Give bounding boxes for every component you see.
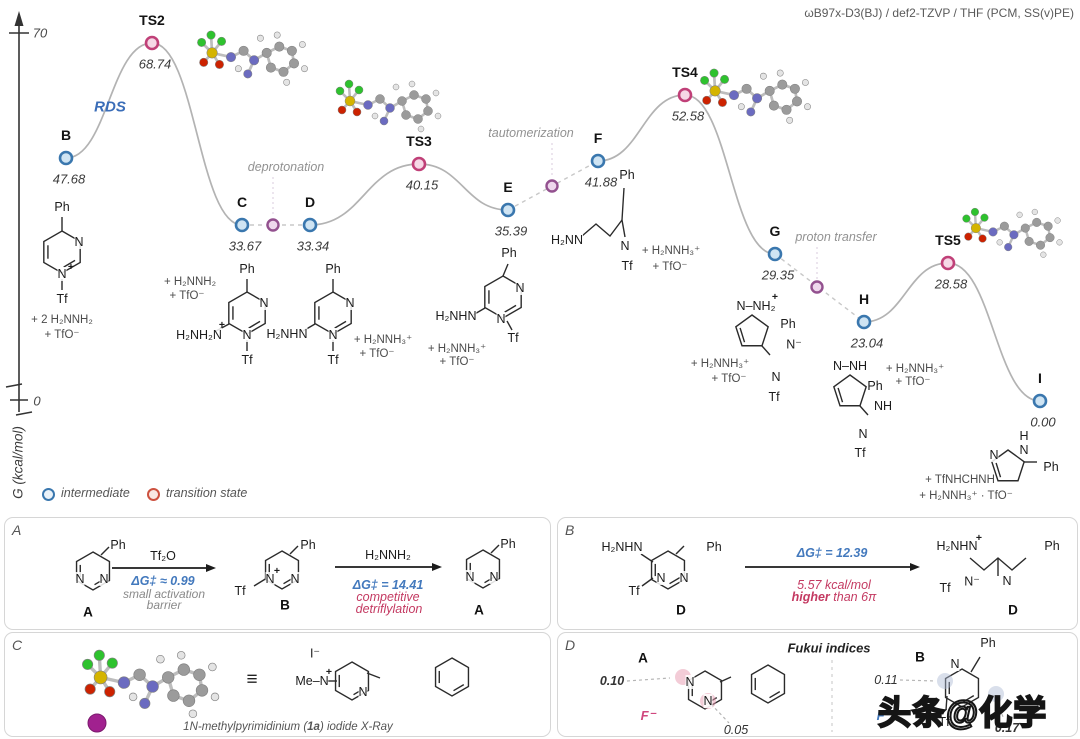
fukui-leader-0 — [626, 677, 671, 682]
panelC-mol-phenyl — [434, 657, 470, 697]
fukui-highlight-left-0 — [675, 669, 691, 685]
structure-G — [735, 314, 771, 356]
reaction-arrow-2 — [335, 563, 442, 571]
point-B — [58, 150, 74, 166]
panelA-mol-B — [253, 545, 300, 590]
mech-dot-deprotonation — [266, 218, 280, 232]
energy-curve-segment-4 — [863, 262, 1041, 402]
panel-a — [4, 517, 551, 630]
point-F — [590, 153, 606, 169]
point-G — [767, 246, 783, 262]
point-TS2 — [144, 35, 160, 51]
structure-E — [472, 263, 522, 331]
structure-C — [215, 279, 266, 351]
panelC-mol-ring — [325, 661, 381, 701]
panelD-mol-B — [944, 656, 981, 711]
energy-curve-segment-3 — [597, 94, 776, 255]
fukui-leader-2 — [899, 679, 937, 682]
structure-B — [43, 217, 81, 290]
panelD-mol-phenylA — [750, 664, 786, 704]
ts2-3d-structure — [197, 30, 308, 86]
iodide-ball — [87, 713, 107, 733]
panelA-mol-A2 — [465, 544, 501, 589]
mech-dot-proton-transfer — [810, 280, 824, 294]
fukui-highlight-right-0 — [937, 673, 953, 689]
point-TS4 — [677, 87, 693, 103]
reaction-arrow-1 — [112, 564, 216, 572]
fukui-leader-1 — [710, 703, 730, 724]
point-E — [500, 202, 516, 218]
xray-3d-structure — [82, 649, 220, 719]
fukui-highlight-right-1 — [988, 686, 1004, 702]
structure-I — [991, 449, 1037, 482]
point-TS5 — [940, 255, 956, 271]
energy-curve-segment-1 — [65, 42, 243, 226]
panelB-mol-D1 — [640, 545, 686, 590]
structure-F — [581, 187, 626, 238]
panelA-mol-A1 — [75, 546, 111, 591]
point-C — [234, 217, 250, 233]
panel-b — [557, 517, 1078, 630]
ts5-3d-structure — [962, 207, 1063, 258]
point-D — [302, 217, 318, 233]
ts3-3d-structure — [335, 79, 442, 133]
ts4-3d-structure — [700, 68, 811, 124]
fukui-highlight-left-1 — [700, 693, 716, 709]
structure-D — [302, 279, 352, 351]
point-TS3 — [411, 156, 427, 172]
panelB-mol-D2 — [969, 557, 1027, 576]
y-axis — [5, 11, 33, 416]
point-I — [1032, 393, 1048, 409]
watermark-text: 头条@化学加 — [877, 693, 1048, 732]
reaction-arrow-3 — [745, 563, 920, 571]
fukui-leader-3 — [996, 702, 1005, 720]
energy-curve-segment-2 — [309, 163, 509, 226]
point-H — [856, 314, 872, 330]
mech-dot-tautomerization — [545, 179, 559, 193]
structure-H — [833, 374, 869, 416]
